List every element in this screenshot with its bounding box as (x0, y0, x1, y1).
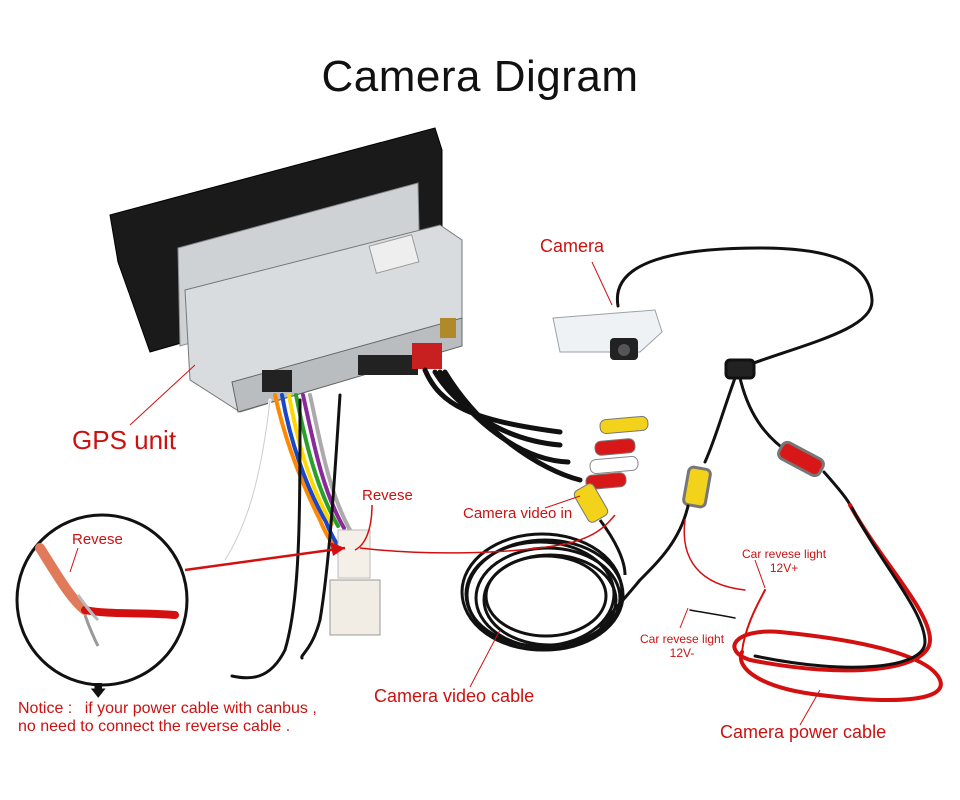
label-revese-zoom: Revese (72, 531, 123, 548)
label-car-revese-light-negative: Car revese light 12V- (640, 632, 724, 660)
camera-video-cable-coil (460, 519, 627, 652)
label-car-revese-light-negative-line1: Car revese light (640, 632, 725, 646)
notice-prefix: Notice : (18, 700, 73, 717)
notice-line1: if your power cable with canbus , (84, 700, 317, 717)
revese-zoom-inset (15, 513, 189, 687)
camera-power-cable (683, 503, 943, 702)
label-car-revese-light-negative-line2: 12V- (669, 646, 695, 660)
label-car-revese-light-positive: Car revese light 12V+ (742, 547, 826, 575)
label-revese: Revese (362, 487, 413, 504)
label-gps-unit: GPS unit (72, 425, 177, 455)
down-arrow-icon: 🡇 (90, 683, 107, 700)
label-camera-video-cable: Camera video cable (374, 686, 535, 706)
notice-line2: no need to connect the reverse cable . (18, 718, 291, 735)
label-car-revese-light-positive-line1: Car revese light (742, 547, 827, 561)
rca-breakout (422, 367, 649, 523)
page-title: Camera Digram (321, 52, 639, 101)
camera-illustration (552, 309, 663, 360)
gps-unit-illustration (109, 127, 463, 413)
label-camera: Camera (540, 236, 605, 256)
camera-lead (598, 246, 874, 628)
notice-text: Notice : if your power cable with canbus… (18, 700, 325, 736)
label-car-revese-light-positive-line2: 12V+ (769, 561, 799, 575)
label-camera-video-in: Camera video in (463, 505, 573, 522)
label-camera-power-cable: Camera power cable (720, 722, 887, 742)
leader-lines (69, 261, 821, 726)
wiring-harness (217, 393, 381, 680)
revese-connection (184, 504, 616, 572)
